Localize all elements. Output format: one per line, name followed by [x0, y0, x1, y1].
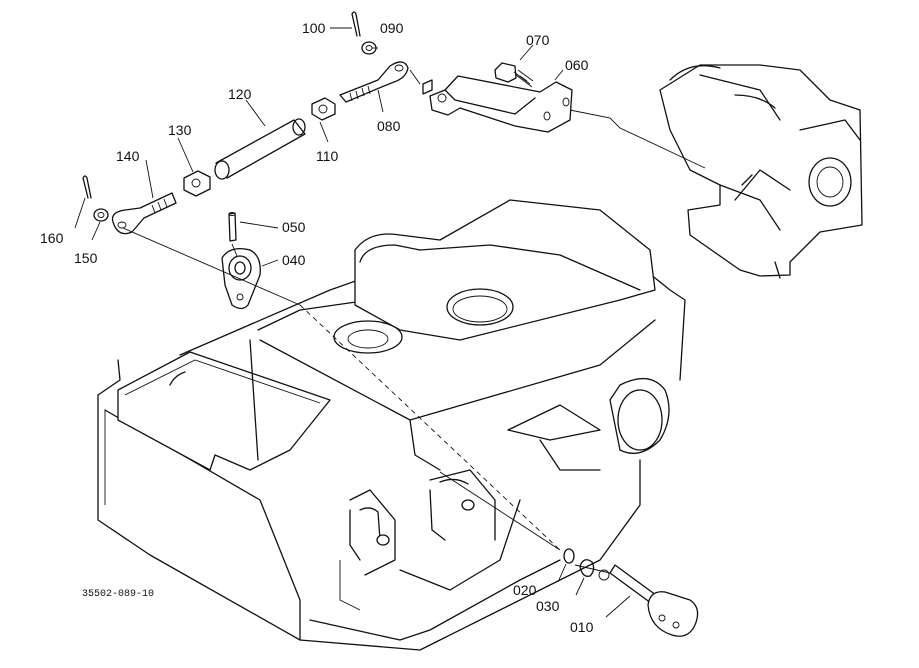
- label-020: 020: [513, 582, 537, 598]
- label-090: 090: [380, 20, 404, 36]
- label-060: 060: [565, 57, 589, 73]
- part-130-nut: [183, 170, 211, 197]
- assembly-lines: [122, 69, 706, 574]
- part-050-pin: [228, 212, 237, 242]
- label-040: 040: [282, 252, 306, 268]
- part-140-rod-end: [111, 192, 177, 235]
- mounting-bracket: [659, 64, 863, 279]
- part-010-shaft: [609, 564, 699, 637]
- part-020-ring: [563, 548, 575, 564]
- label-110: 110: [316, 148, 339, 164]
- label-030: 030: [536, 598, 560, 614]
- label-140: 140: [116, 148, 140, 164]
- label-050: 050: [282, 219, 306, 235]
- part-040-holder: [221, 247, 261, 310]
- label-150: 150: [74, 250, 98, 266]
- label-010: 010: [570, 619, 594, 635]
- part-060-lever: [422, 75, 573, 133]
- part-120-tube: [214, 118, 306, 180]
- leader-lines: [74, 27, 631, 618]
- drawing-code: 35502-089-10: [82, 589, 154, 600]
- label-070: 070: [526, 32, 550, 48]
- part-080-rod-end: [339, 61, 409, 103]
- part-110-nut: [311, 97, 336, 121]
- part-160-cotter-pin: [82, 175, 92, 199]
- label-160: 160: [40, 230, 64, 246]
- part-100-cotter-pin: [351, 11, 361, 37]
- part-150-washer: [93, 208, 109, 222]
- label-080: 080: [377, 118, 401, 134]
- label-100: 100: [302, 20, 326, 36]
- label-120: 120: [228, 86, 252, 102]
- part-labels: 100 090 070 060 120 080 130 110 140 050 …: [40, 20, 594, 635]
- engine-housing: [97, 199, 686, 651]
- part-070-bolt: [494, 62, 534, 88]
- label-130: 130: [168, 122, 192, 138]
